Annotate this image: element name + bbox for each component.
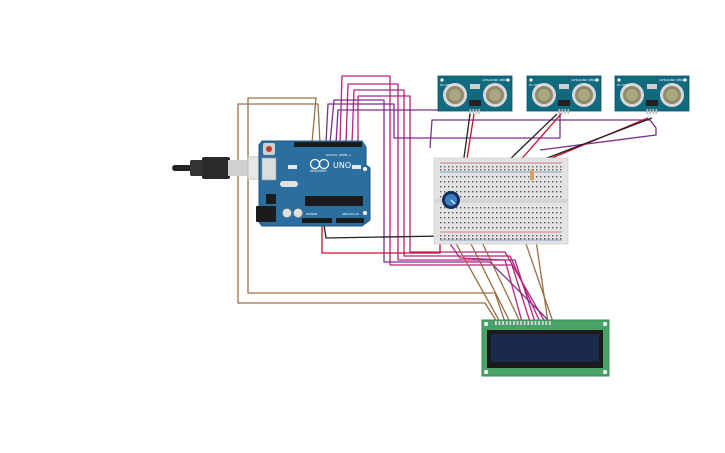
arduino-uno-board[interactable]: UNO ARDUINO DIGITAL (PWM~) POWER ANALOG … xyxy=(256,140,371,227)
ultrasonic-sensor-icon[interactable]: HC-SR04 ULTRASONIC SENSOR xyxy=(614,75,690,114)
lcd-pins xyxy=(495,321,551,325)
sensor-caption: ULTRASONIC SENSOR xyxy=(659,78,687,82)
wire-black-s1[interactable] xyxy=(462,113,471,166)
wire-brown-5[interactable] xyxy=(479,237,521,323)
lcd-16x2-display[interactable] xyxy=(481,319,610,377)
wire-brown-1[interactable] xyxy=(247,97,506,323)
potentiometer-icon[interactable] xyxy=(442,191,460,209)
wire-brown-2[interactable] xyxy=(237,103,498,323)
power-header xyxy=(302,218,332,223)
digital-header xyxy=(294,142,362,147)
analog-label: ANALOG IN xyxy=(342,212,359,216)
atmega-chip xyxy=(305,196,363,206)
power-jack xyxy=(256,206,276,222)
wire-magenta-2[interactable] xyxy=(345,83,536,323)
analog-header xyxy=(336,218,364,223)
wire-purple-3[interactable] xyxy=(325,103,561,144)
sensor-model: HC-SR04 xyxy=(440,83,453,87)
wire-brown-6[interactable] xyxy=(523,237,554,323)
sensor-caption: ULTRASONIC SENSOR xyxy=(482,78,510,82)
power-label: POWER xyxy=(306,212,317,216)
board-name: UNO xyxy=(333,161,351,170)
wire-red-s2[interactable] xyxy=(517,113,562,164)
wire-magenta-5[interactable] xyxy=(445,237,523,323)
wire-black-s3[interactable] xyxy=(533,117,653,164)
resistor[interactable] xyxy=(530,170,534,180)
wire-purple-4[interactable] xyxy=(429,119,657,151)
sensor-model: HC-SR04 xyxy=(529,83,542,87)
lcd-screen xyxy=(491,334,599,362)
wire-magenta-3[interactable] xyxy=(351,89,541,323)
breadboard-holes xyxy=(440,166,562,240)
wire-black-s2[interactable] xyxy=(505,113,558,164)
wire-purple-1[interactable] xyxy=(329,99,551,323)
arduino-logo-icon xyxy=(309,158,330,170)
usb-port xyxy=(261,157,277,181)
ultrasonic-sensor-icon[interactable]: HC-SR04 ULTRASONIC SENSOR xyxy=(437,75,513,114)
ultrasonic-sensor-icon[interactable]: HC-SR04 ULTRASONIC SENSOR xyxy=(526,75,602,114)
wires xyxy=(237,75,657,323)
digital-label: DIGITAL (PWM~) xyxy=(326,153,351,157)
sensor-model: HC-SR04 xyxy=(617,83,630,87)
wire-magenta-1[interactable] xyxy=(339,75,531,323)
wire-red-power[interactable] xyxy=(321,225,441,254)
wire-red-s1[interactable] xyxy=(465,113,475,166)
wire-black-gnd[interactable] xyxy=(323,224,443,239)
sensor-caption: ULTRASONIC SENSOR xyxy=(571,78,599,82)
brand-label: ARDUINO xyxy=(310,169,327,173)
sensors: HC-SR04 ULTRASONIC SENSOR HC-SR04 ULTRASONI… xyxy=(437,75,690,114)
